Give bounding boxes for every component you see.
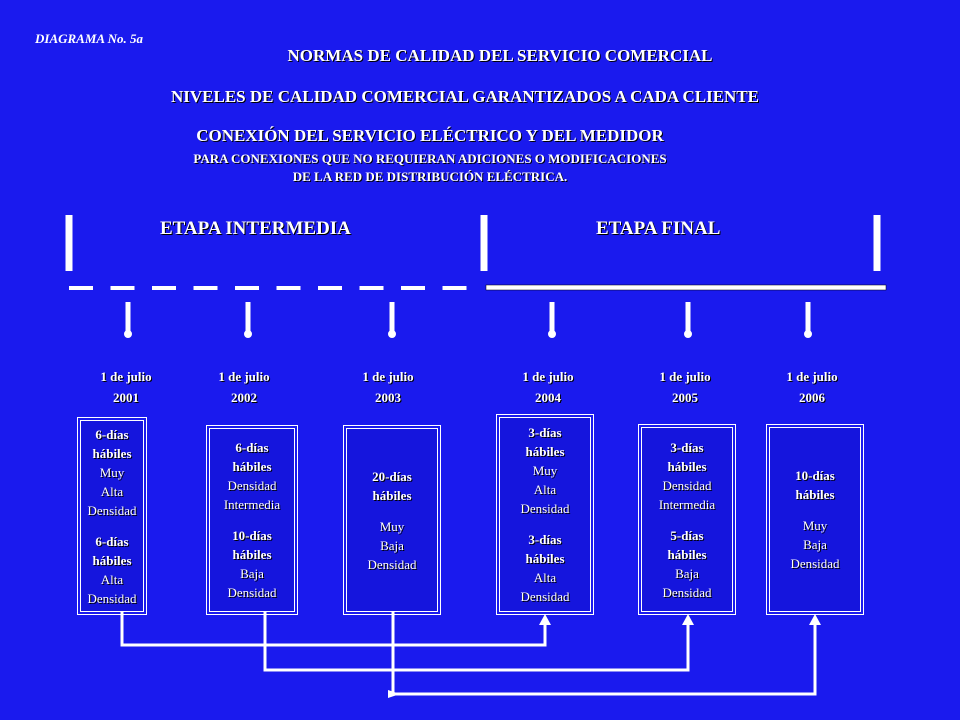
milestone-pin <box>548 302 556 338</box>
milestone-pin <box>388 302 396 338</box>
timeline-dash <box>235 286 259 290</box>
connector-arrowheads <box>388 614 821 698</box>
connector-2003-2006 <box>391 612 817 696</box>
milestone-pin <box>684 302 692 338</box>
connection-title: CONEXIÓN DEL SERVICIO ELÉCTRICO Y DEL ME… <box>196 126 664 145</box>
connection-subtitle: PARA CONEXIONES QUE NO REQUIERAN ADICION… <box>0 150 860 186</box>
milestone-pin <box>244 302 252 338</box>
timeline-dash <box>442 286 467 290</box>
timeline-dash <box>318 286 342 290</box>
connector-2001-2004 <box>120 612 547 647</box>
timeline-dashed <box>69 286 467 290</box>
main-title: NORMAS DE CALIDAD DEL SERVICIO COMERCIAL <box>287 46 713 65</box>
timeline-dash <box>69 286 93 290</box>
connector-lines <box>120 612 817 696</box>
timeline-dash <box>152 286 176 290</box>
quality-levels-title: NIVELES DE CALIDAD COMERCIAL GARANTIZADO… <box>170 87 760 106</box>
stage-intermediate: ETAPA INTERMEDIA <box>160 218 351 239</box>
timeline-solid <box>485 284 887 291</box>
stage-dividers <box>65 215 881 271</box>
arrowhead-2006 <box>809 614 821 625</box>
timeline-markers <box>124 302 812 338</box>
timeline-dash <box>110 286 135 290</box>
stage-final: ETAPA FINAL <box>596 218 721 239</box>
arrowhead-2005 <box>682 614 694 625</box>
subtitle-line-2: DE LA RED DE DISTRIBUCIÓN ELÉCTRICA. <box>292 169 568 184</box>
connector-2002-2005 <box>263 612 690 672</box>
timeline-dash <box>193 286 218 290</box>
arrowhead-2003-tail <box>388 690 400 698</box>
timeline-dash <box>276 286 301 290</box>
diagram-label: DIAGRAMA No. 5a <box>35 31 143 46</box>
milestone-pin <box>804 302 812 338</box>
subtitle-line-1: PARA CONEXIONES QUE NO REQUIERAN ADICION… <box>193 151 667 166</box>
timeline-dash <box>401 286 425 290</box>
milestone-pin <box>124 302 132 338</box>
timeline-dash <box>359 286 384 290</box>
arrowhead-2004 <box>539 614 551 625</box>
